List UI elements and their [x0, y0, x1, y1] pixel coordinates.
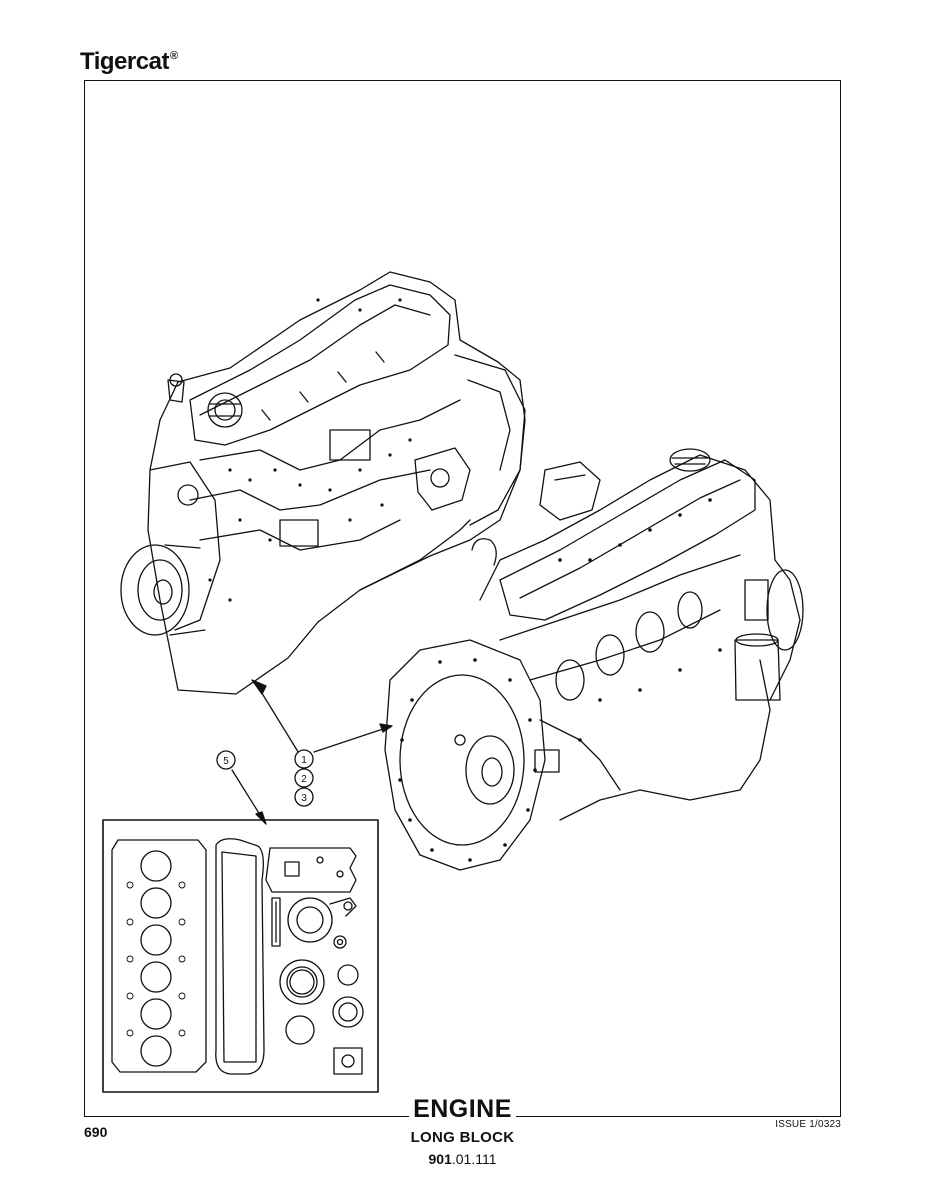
callout-balloons — [216, 749, 314, 807]
brand-name: Tigercat — [80, 48, 169, 75]
page-number: 690 — [84, 1124, 108, 1140]
callout-3-label: 3 — [301, 793, 307, 804]
callout-2-label: 2 — [301, 774, 307, 785]
callout-leaders — [231, 679, 393, 825]
page-title-block: ENGINE — [0, 1095, 925, 1124]
part-number-rest: .01.111 — [451, 1151, 497, 1167]
callout-5-label: 5 — [223, 756, 229, 767]
gasket-kit-panel — [102, 819, 379, 1093]
issue-label: ISSUE 1/0323 — [775, 1119, 841, 1130]
brand-logo: Tigercat® — [80, 48, 178, 76]
callout-1-label: 1 — [301, 755, 307, 766]
page-subtitle: LONG BLOCK — [410, 1129, 515, 1146]
engine-long-block-rear-view — [120, 271, 526, 695]
part-number-bold: 901 — [428, 1151, 452, 1167]
engine-long-block-front-view — [384, 448, 804, 871]
callout-2-balloon — [294, 768, 314, 788]
page-title: ENGINE — [409, 1095, 516, 1124]
registered-mark: ® — [169, 50, 178, 62]
callout-1-balloon — [294, 749, 314, 769]
callout-3-balloon — [294, 787, 314, 807]
callout-5-balloon — [216, 750, 236, 770]
part-number: 901.01.111 — [0, 1151, 925, 1167]
